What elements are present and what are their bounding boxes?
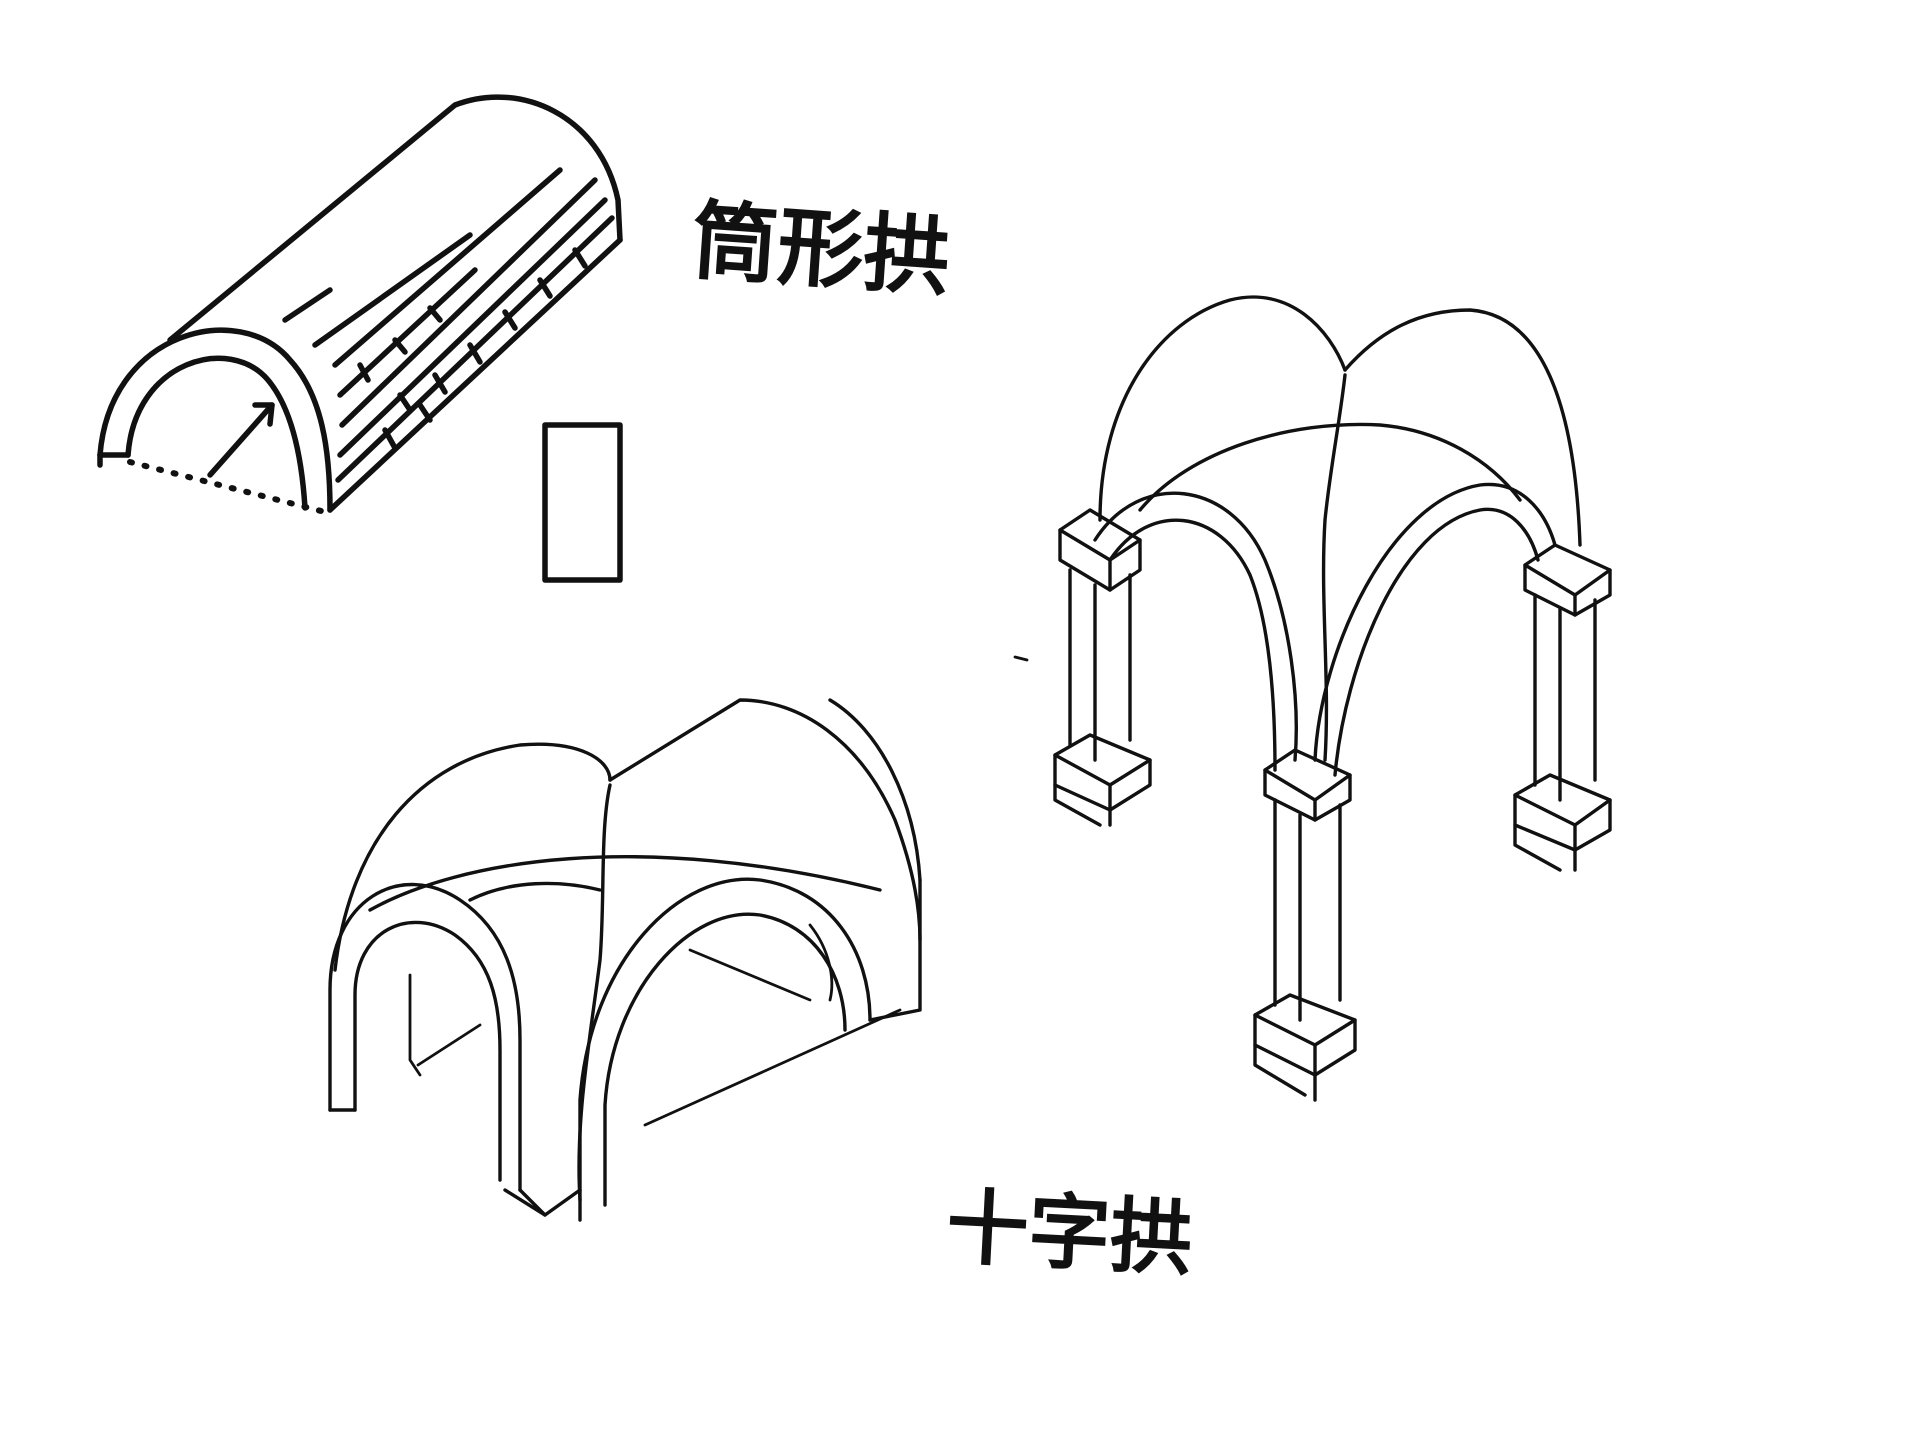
cross-vault-drawing [328, 698, 922, 1222]
rectangle-sketch [542, 422, 623, 583]
barrel-vault-label: 筒形拱 [689, 191, 953, 309]
barrel-vault-drawing [97, 94, 623, 515]
cross-vault-label: 十字拱 [944, 1180, 1195, 1288]
rib-vault-drawing [1013, 295, 1612, 1102]
